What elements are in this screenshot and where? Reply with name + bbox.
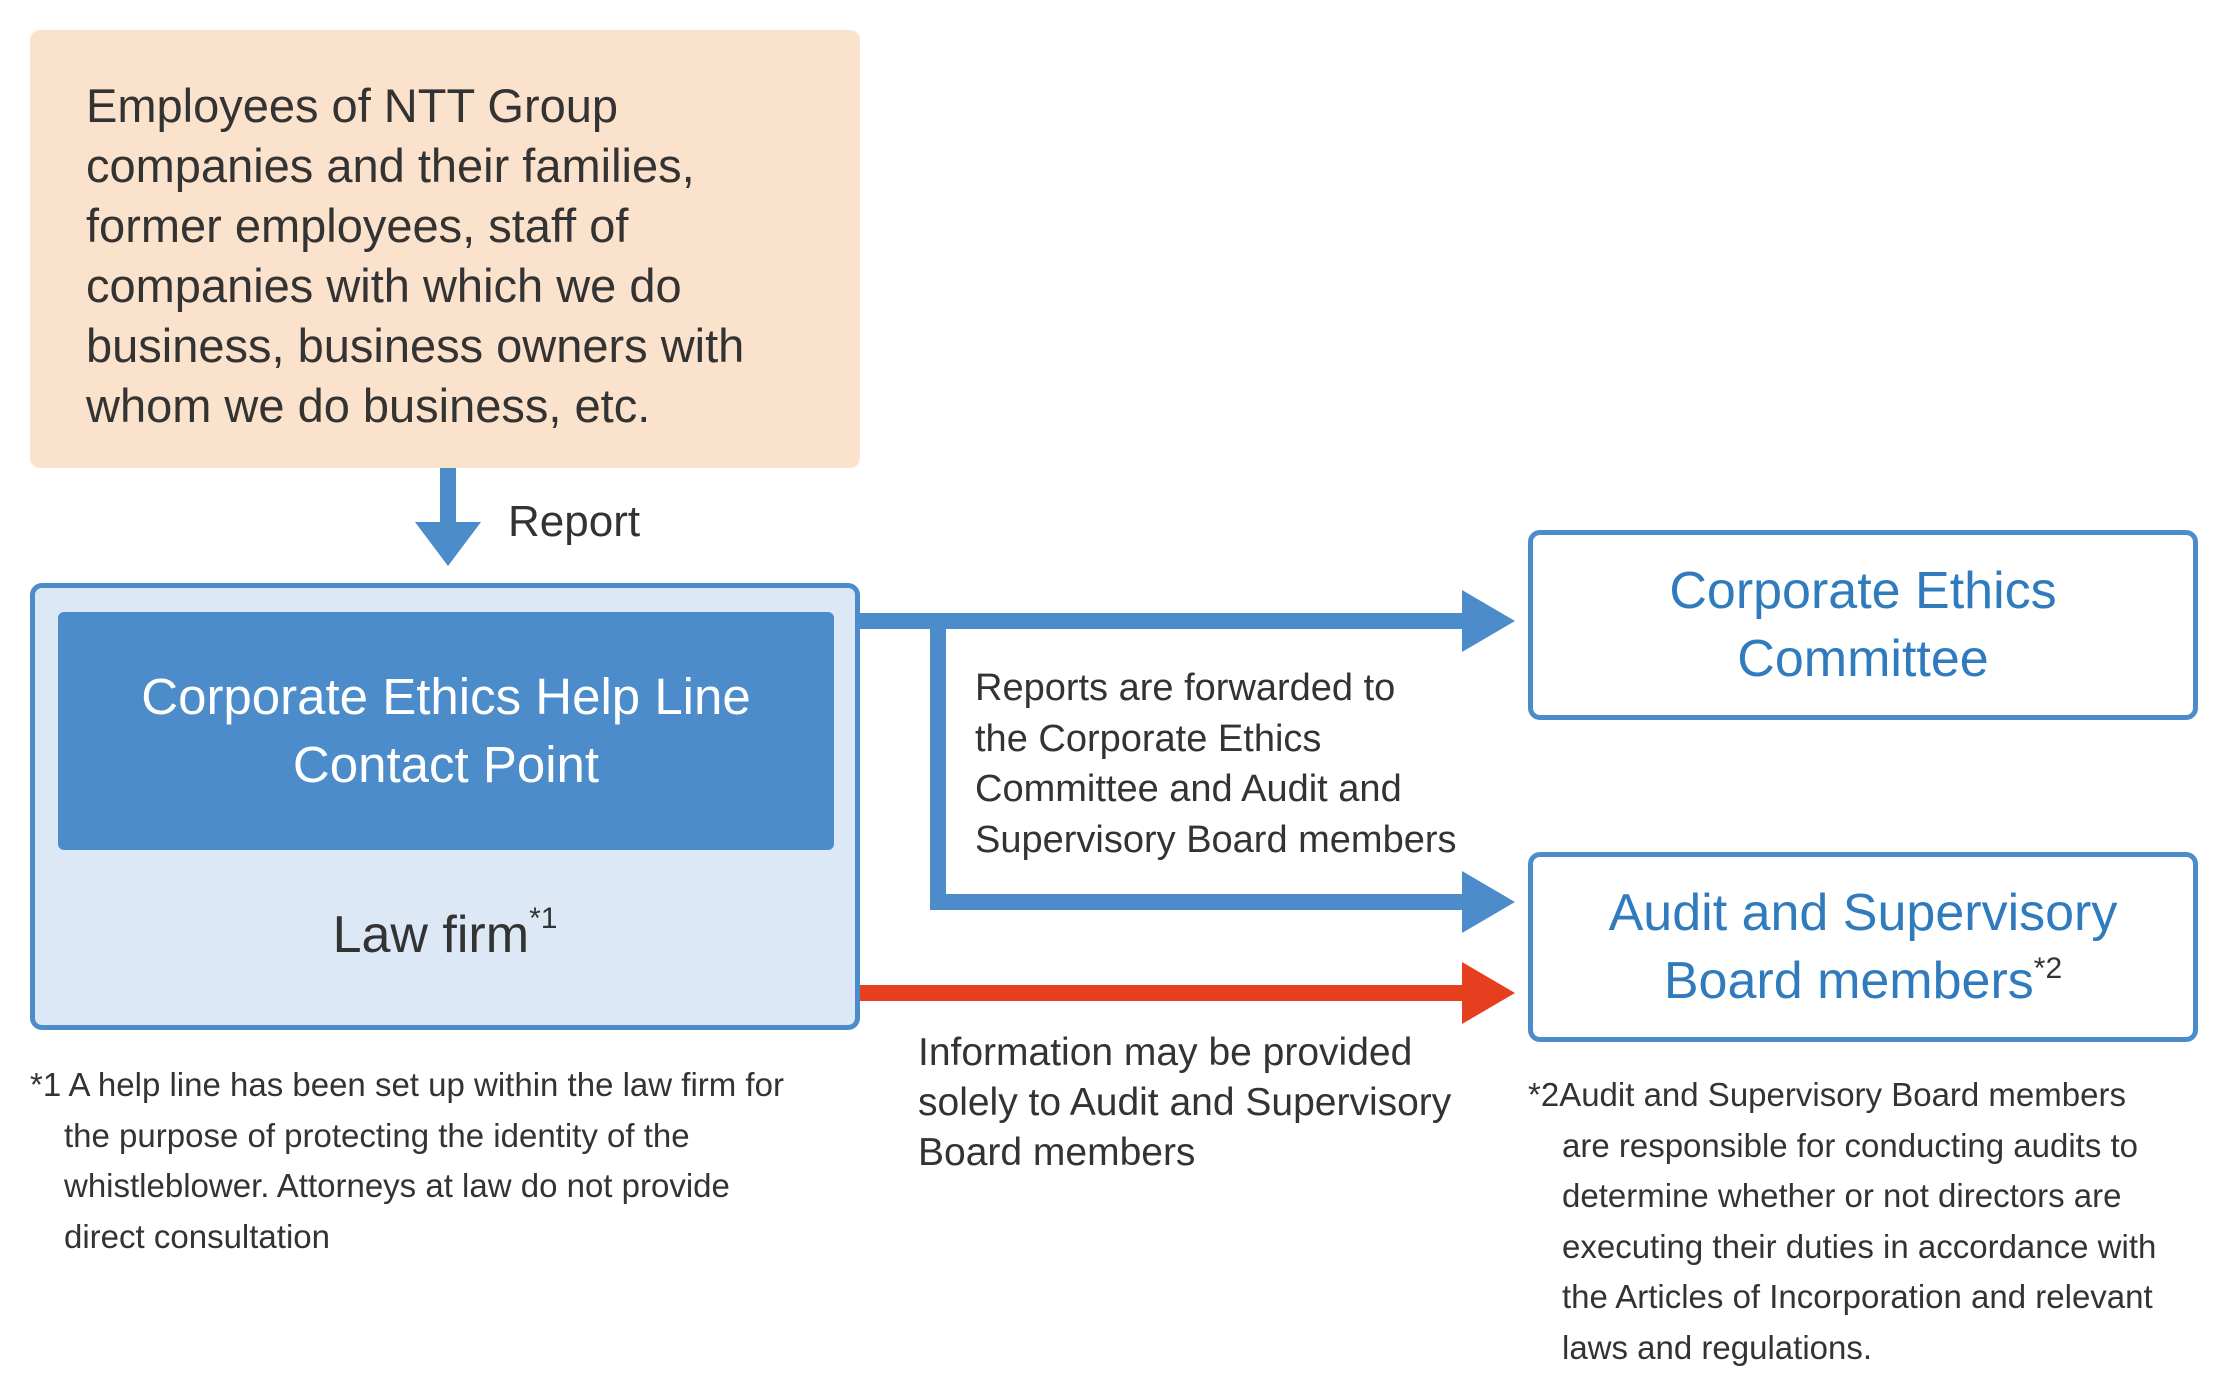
audit-board-title-line: Audit and Supervisory bbox=[1608, 884, 2118, 942]
help-line-title-line: Corporate Ethics Help Line bbox=[141, 668, 751, 725]
footnote-line: *1 A help line has been set up within th… bbox=[30, 1066, 784, 1103]
info-note-line: Board members bbox=[918, 1131, 1196, 1174]
footnote-line: the purpose of protecting the identity o… bbox=[64, 1116, 690, 1154]
info-note: Information may be provided solely to Au… bbox=[918, 1028, 1451, 1178]
info-arrow-shaft bbox=[860, 985, 1465, 1001]
reporter-line: whom we do business, etc. bbox=[86, 379, 651, 432]
committee-title-line: Committee bbox=[1737, 630, 1989, 688]
footnote-line: *2Audit and Supervisory Board members bbox=[1528, 1076, 2126, 1113]
reporter-line: former employees, staff of bbox=[86, 199, 629, 252]
corporate-ethics-committee-box: Corporate Ethics Committee bbox=[1528, 530, 2198, 720]
reporter-line: companies with which we do bbox=[86, 259, 682, 312]
reporter-box: Employees of NTT Group companies and the… bbox=[30, 30, 860, 468]
help-line-contact-point: Corporate Ethics Help Line Contact Point bbox=[58, 612, 834, 850]
reporter-line: Employees of NTT Group bbox=[86, 79, 619, 132]
footnote-line: laws and regulations. bbox=[1562, 1328, 1873, 1366]
forward-arrow-shaft-top bbox=[860, 613, 1465, 629]
audit-board-box: Audit and Supervisory Board members*2 bbox=[1528, 852, 2198, 1042]
law-firm-label: Law firm*1 bbox=[30, 900, 860, 970]
info-arrow-head bbox=[1462, 962, 1515, 1024]
forward-arrow-shaft-bottom bbox=[930, 894, 1465, 910]
info-note-line: Information may be provided bbox=[918, 1031, 1413, 1074]
report-arrow-shaft bbox=[440, 468, 456, 528]
forward-note-line: Committee and Audit and bbox=[975, 768, 1402, 810]
committee-title-line: Corporate Ethics bbox=[1669, 562, 2057, 620]
forward-note-line: Reports are forwarded to bbox=[975, 667, 1396, 709]
audit-board-title-line2: Board members*2 bbox=[1533, 947, 2193, 1015]
footnote-line: whistleblower. Attorneys at law do not p… bbox=[64, 1167, 730, 1204]
footnote-2: *2Audit and Supervisory Board members ar… bbox=[1528, 1070, 2156, 1373]
footnote-line: determine whether or not directors are bbox=[1562, 1177, 2122, 1214]
help-line-title-line: Contact Point bbox=[292, 736, 600, 793]
forward-arrow-connector bbox=[930, 613, 946, 910]
info-note-line: solely to Audit and Supervisory bbox=[918, 1081, 1452, 1124]
forward-arrow-head-bottom bbox=[1462, 871, 1515, 933]
footnote-line: executing their duties in accordance wit… bbox=[1562, 1227, 2157, 1265]
reporter-line: business, business owners with bbox=[86, 319, 745, 372]
forward-arrow-head-top bbox=[1462, 590, 1515, 652]
reporter-line: companies and their families, bbox=[86, 139, 695, 192]
forward-note-line: the Corporate Ethics bbox=[975, 717, 1322, 760]
report-arrow-head bbox=[415, 522, 481, 566]
footnote-line: are responsible for conducting audits to bbox=[1562, 1126, 2139, 1164]
footnote-1: *1 A help line has been set up within th… bbox=[30, 1060, 784, 1262]
footnote-line: direct consultation bbox=[64, 1217, 330, 1255]
footnote-mark-2: *2 bbox=[2033, 952, 2063, 985]
forward-note: Reports are forwarded to the Corporate E… bbox=[975, 663, 1457, 865]
report-label: Report bbox=[508, 497, 641, 546]
footnote-mark-1: *1 bbox=[529, 902, 558, 935]
audit-board-title-text: Board members bbox=[1663, 952, 2034, 1010]
law-firm-text: Law firm bbox=[332, 906, 530, 964]
forward-note-line: Supervisory Board members bbox=[975, 818, 1457, 861]
footnote-line: the Articles of Incorporation and releva… bbox=[1562, 1278, 2153, 1315]
